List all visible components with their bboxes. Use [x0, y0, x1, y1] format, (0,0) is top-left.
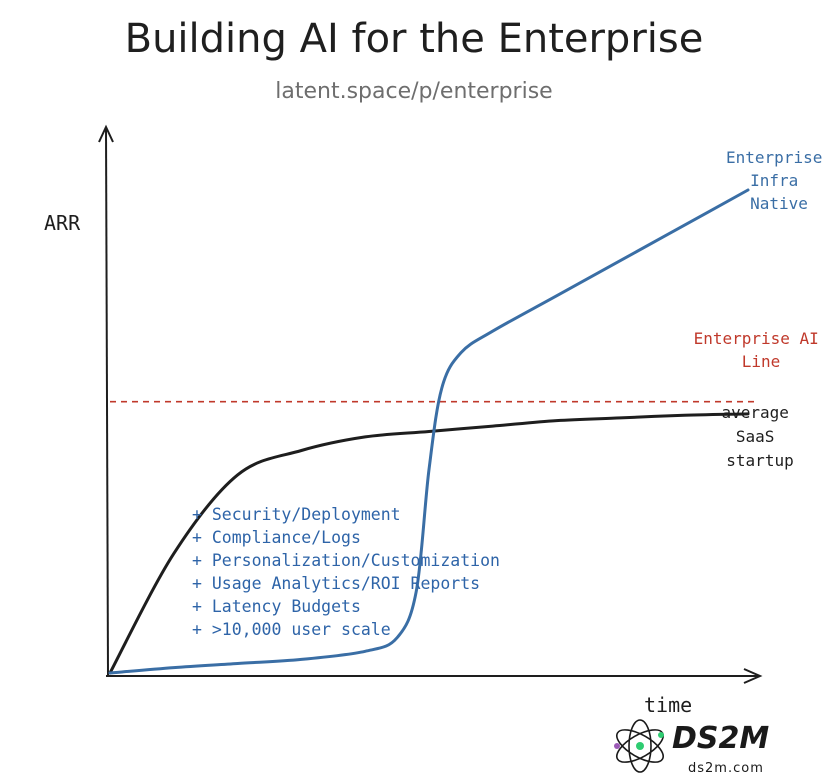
reference-label-line: Line — [742, 352, 781, 371]
series-label-line: Enterprise — [726, 148, 822, 167]
series-label-average-saas-startup: average SaaS startup — [721, 403, 798, 470]
series-label-line: Native — [750, 194, 808, 213]
chart-subtitle: latent.space/p/enterprise — [275, 79, 552, 104]
annotation-item: + Latency Budgets — [192, 597, 361, 616]
series-labels: Enterprise Infra Native Enterprise AI Li… — [694, 148, 832, 470]
reference-label-enterprise-ai-line: Enterprise AI Line — [694, 329, 829, 371]
series-lines — [108, 188, 750, 675]
series-label-enterprise-infra-native: Enterprise Infra Native — [726, 148, 832, 213]
series-label-line: Infra — [750, 171, 798, 190]
watermark-domain: ds2m.com — [688, 761, 764, 776]
chart-title: Building AI for the Enterprise — [125, 16, 704, 62]
annotation-item: + Usage Analytics/ROI Reports — [192, 574, 480, 593]
annotation-item: + Personalization/Customization — [192, 551, 500, 570]
series-line-enterprise-infra-native — [108, 188, 750, 675]
annotation-list: + Security/Deployment + Compliance/Logs … — [192, 505, 500, 639]
x-axis-arrow — [743, 668, 763, 684]
axes: ARR time — [44, 124, 763, 717]
y-axis-label: ARR — [44, 211, 81, 235]
series-label-line: startup — [726, 451, 793, 470]
x-axis-label: time — [644, 693, 692, 717]
atom-logo-icon — [614, 719, 664, 773]
series-line-average-saas-startup — [108, 412, 750, 675]
annotation-item: + Compliance/Logs — [192, 528, 361, 547]
watermark-logo: DS2M ds2m.com — [614, 719, 769, 776]
annotation-item: + Security/Deployment — [192, 505, 401, 524]
y-axis-arrow — [98, 124, 114, 143]
reference-label-line: Enterprise AI — [694, 329, 819, 348]
series-label-line: SaaS — [736, 427, 775, 446]
watermark-brand: DS2M — [672, 721, 769, 756]
series-label-line: average — [721, 403, 788, 422]
y-axis — [105, 127, 109, 677]
annotation-item: + >10,000 user scale — [192, 620, 391, 639]
